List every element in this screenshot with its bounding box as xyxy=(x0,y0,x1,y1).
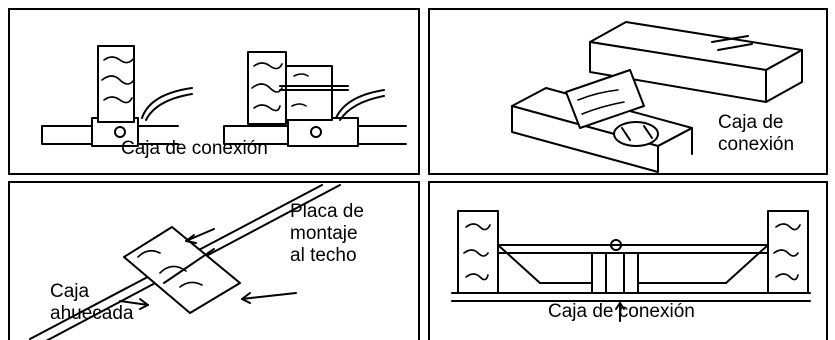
panel-top-left: Caja de conexión xyxy=(8,8,420,175)
crossbar-mounting-illustration xyxy=(511,21,803,173)
label-ceiling-mounting-plate: Placa de montaje al techo xyxy=(290,201,364,266)
label-junction-box: Caja de conexión xyxy=(548,301,695,322)
label-junction-box: Caja de conexión xyxy=(718,112,795,155)
panel-bottom-right: Caja de conexión xyxy=(428,181,828,340)
panel-bottom-left: Placa de montaje al techo Caja ahuecada xyxy=(8,181,420,340)
label-recessed-box: Caja ahuecada xyxy=(50,281,134,324)
label-junction-box: Caja de conexión xyxy=(121,138,268,159)
joist-mounting-illustration xyxy=(41,45,407,147)
panel-top-right: Caja de conexión xyxy=(428,8,828,175)
bar-hanger-illustration xyxy=(451,210,811,322)
recessed-box-illustration xyxy=(29,184,341,340)
